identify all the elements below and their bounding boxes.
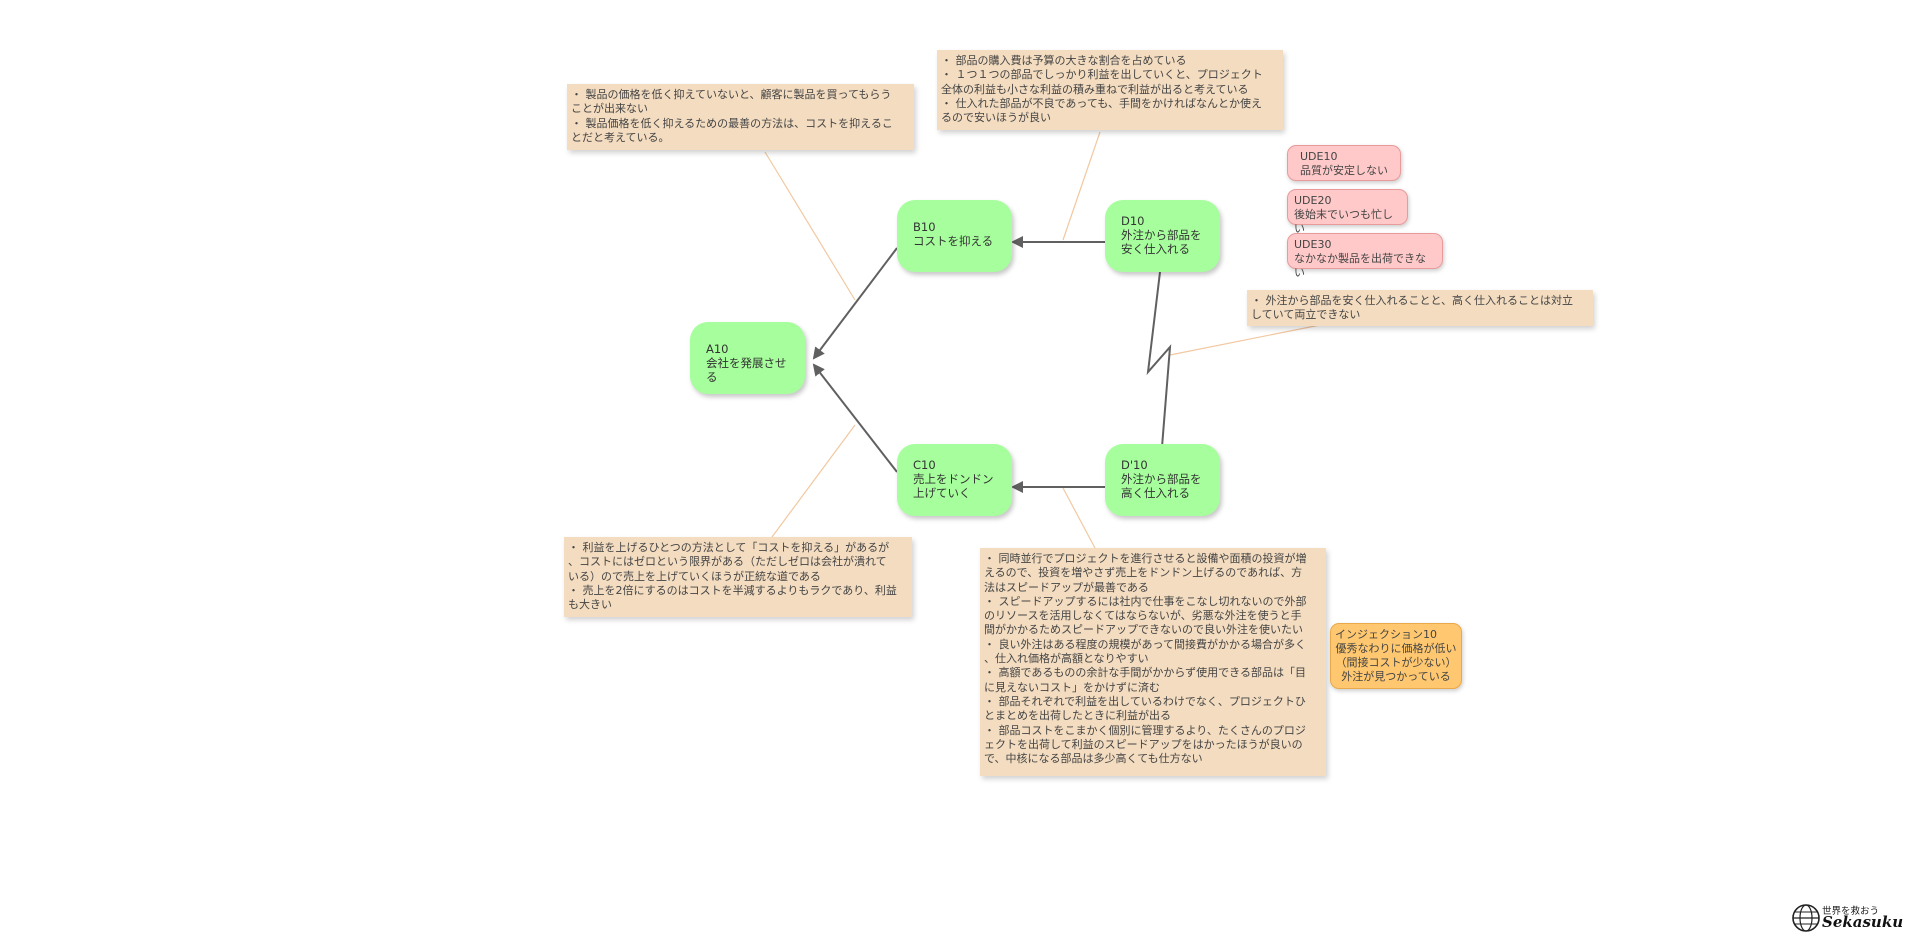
note-conflict-assumption: ・ 外注から部品を安く仕入れることと、高く仕入れることは対立 していて両立できな… <box>1247 290 1593 326</box>
note-line: とだと考えている。 <box>571 130 670 144</box>
injection-line: 外注が見つかっている <box>1341 670 1451 683</box>
note-line: も大きい <box>568 598 612 612</box>
note-link-conflict <box>1169 324 1321 356</box>
ude-id: UDE30 <box>1294 238 1332 251</box>
ude-30[interactable]: UDE30 なかなか製品を出荷できない <box>1287 233 1443 279</box>
note-line: 、コストにはゼロという限界がある（ただしゼロは会社が潰れて <box>568 555 887 569</box>
node-d10-text: 外注から部品を 安く仕入れる <box>1121 228 1202 256</box>
injection-line: 優秀なわりに価格が低い <box>1335 642 1457 655</box>
note-line: ・ 部品それぞれで利益を出しているわけでなく、プロジェクトひ <box>984 694 1306 708</box>
note-dp-assumption: ・ 同時並行でプロジェクトを進行させると設備や面積の投資が増 えるので、投資を増… <box>980 548 1326 776</box>
note-line: ・ 売上を2倍にするのはコストを半減するよりもラクであり、利益 <box>568 583 897 597</box>
conflict-lightning <box>1146 271 1172 448</box>
note-line: 法はスピードアップが最善である <box>984 580 1149 594</box>
node-b10-text: コストを抑える <box>913 234 994 248</box>
logo-wordmark: Sekasuku <box>1822 913 1904 931</box>
globe-icon <box>1792 904 1820 932</box>
note-c-assumption: ・ 利益を上げるひとつの方法として「コストを抑える」があるが 、コストにはゼロと… <box>564 537 912 617</box>
node-a10[interactable]: A10 会社を発展させる <box>690 322 805 394</box>
ude-10[interactable]: UDE10 品質が安定しない <box>1287 145 1401 181</box>
note-line: 、仕入れ価格が高額となりやすい <box>984 652 1149 666</box>
node-dp10-text: 外注から部品を 高く仕入れる <box>1121 472 1202 500</box>
note-d-assumption: ・ 部品の購入費は予算の大きな割合を占めている ・ １つ１つの部品でしっかり利益… <box>937 50 1283 130</box>
note-line: いる）ので売上を上げていくほうが正統な道である <box>568 569 821 583</box>
note-line: ・ 良い外注はある程度の規模があって間接費がかかる場合が多く <box>984 637 1306 651</box>
ude-text: なかなか製品を出荷できない <box>1294 252 1426 279</box>
note-line: えるので、投資を増やさず売上をドンドン上げるのであれば、方 <box>984 566 1303 580</box>
note-line: で、中核になる部品は多少高くても仕方ない <box>984 752 1203 766</box>
note-line: ・ 同時並行でプロジェクトを進行させると設備や面積の投資が増 <box>984 552 1307 565</box>
note-b-assumption: ・ 製品の価格を低く抑えていないと、顧客に製品を買ってもらう ことが出来ない ・… <box>567 84 914 150</box>
note-link-b <box>764 151 856 301</box>
note-line: ・ 部品コストをこまかく個別に管理するより、たくさんのプロジ <box>984 723 1306 737</box>
ude-20[interactable]: UDE20 後始末でいつも忙しい <box>1287 189 1408 235</box>
ude-id: UDE20 <box>1294 194 1332 207</box>
note-line: るので安いほうが良い <box>941 111 1051 125</box>
injection-10[interactable]: インジェクション10 優秀なわりに価格が低い （間接コストが少ない） 外注が見つ… <box>1330 623 1462 689</box>
note-link-d <box>1062 131 1101 241</box>
note-line: していて両立できない <box>1251 308 1361 322</box>
logo-tagline: 世界を救おう <box>1822 906 1880 917</box>
note-line: ェクトを出荷して利益のスピードアップをはかったほうが良いの <box>984 737 1303 751</box>
arrow-b-to-a <box>812 247 898 360</box>
node-c10-id: C10 <box>913 458 936 472</box>
note-line: ・ 製品の価格を低く抑えていないと、顧客に製品を買ってもらう <box>571 88 892 101</box>
node-b10-id: B10 <box>913 220 936 234</box>
node-c10-text: 売上をドンドン 上げていく <box>913 472 994 500</box>
arrow-c-to-a <box>812 363 898 473</box>
node-dp10[interactable]: D'10 外注から部品を 高く仕入れる <box>1105 444 1220 516</box>
note-line: に見えないコスト」をかけずに済む <box>984 680 1160 694</box>
note-line: とまとめを出荷したときに利益が出る <box>984 709 1171 723</box>
node-d10-id: D10 <box>1121 214 1145 228</box>
note-line: 全体の利益も小さな利益の積み重ねで利益が出ると考えている <box>941 82 1249 96</box>
ude-text: 品質が安定しない <box>1300 164 1388 177</box>
ude-id: UDE10 <box>1300 150 1338 163</box>
note-line: ・ 仕入れた部品が不良であっても、手間をかければなんとか使え <box>941 96 1262 110</box>
sekasuku-logo: 世界を救おう Sekasuku <box>1790 900 1910 936</box>
node-d10[interactable]: D10 外注から部品を 安く仕入れる <box>1105 200 1220 272</box>
node-a10-id: A10 <box>706 342 729 356</box>
node-dp10-id: D'10 <box>1121 458 1148 472</box>
ude-text: 後始末でいつも忙しい <box>1294 208 1393 235</box>
injection-line: （間接コストが少ない） <box>1335 656 1457 669</box>
node-c10[interactable]: C10 売上をドンドン 上げていく <box>897 444 1012 516</box>
note-link-dp <box>1062 487 1096 549</box>
note-line: ・ 利益を上げるひとつの方法として「コストを抑える」があるが <box>568 541 890 554</box>
node-a10-text: 会社を発展させる <box>706 356 787 384</box>
note-line: 間がかかるためスピードアップできないので良い外注を使いたい <box>984 623 1303 637</box>
note-line: のリソースを活用しなくてはならないが、劣悪な外注を使うと手 <box>984 609 1302 623</box>
note-line: ・ スピードアップするには社内で仕事をこなし切れないので外部 <box>984 594 1307 608</box>
note-link-c <box>771 424 856 538</box>
note-line: ・ １つ１つの部品でしっかり利益を出していくと、プロジェクト <box>941 68 1263 82</box>
note-line: ことが出来ない <box>571 102 648 116</box>
note-line: ・ 高額であるものの余計な手間がかからず使用できる部品は「目 <box>984 666 1306 680</box>
note-line: ・ 部品の購入費は予算の大きな割合を占めている <box>941 54 1187 67</box>
node-b10[interactable]: B10 コストを抑える <box>897 200 1012 272</box>
note-line: ・ 製品価格を低く抑えるための最善の方法は、コストを抑えるこ <box>571 116 893 130</box>
note-line: ・ 外注から部品を安く仕入れることと、高く仕入れることは対立 <box>1251 294 1574 307</box>
injection-title: インジェクション10 <box>1335 628 1437 641</box>
